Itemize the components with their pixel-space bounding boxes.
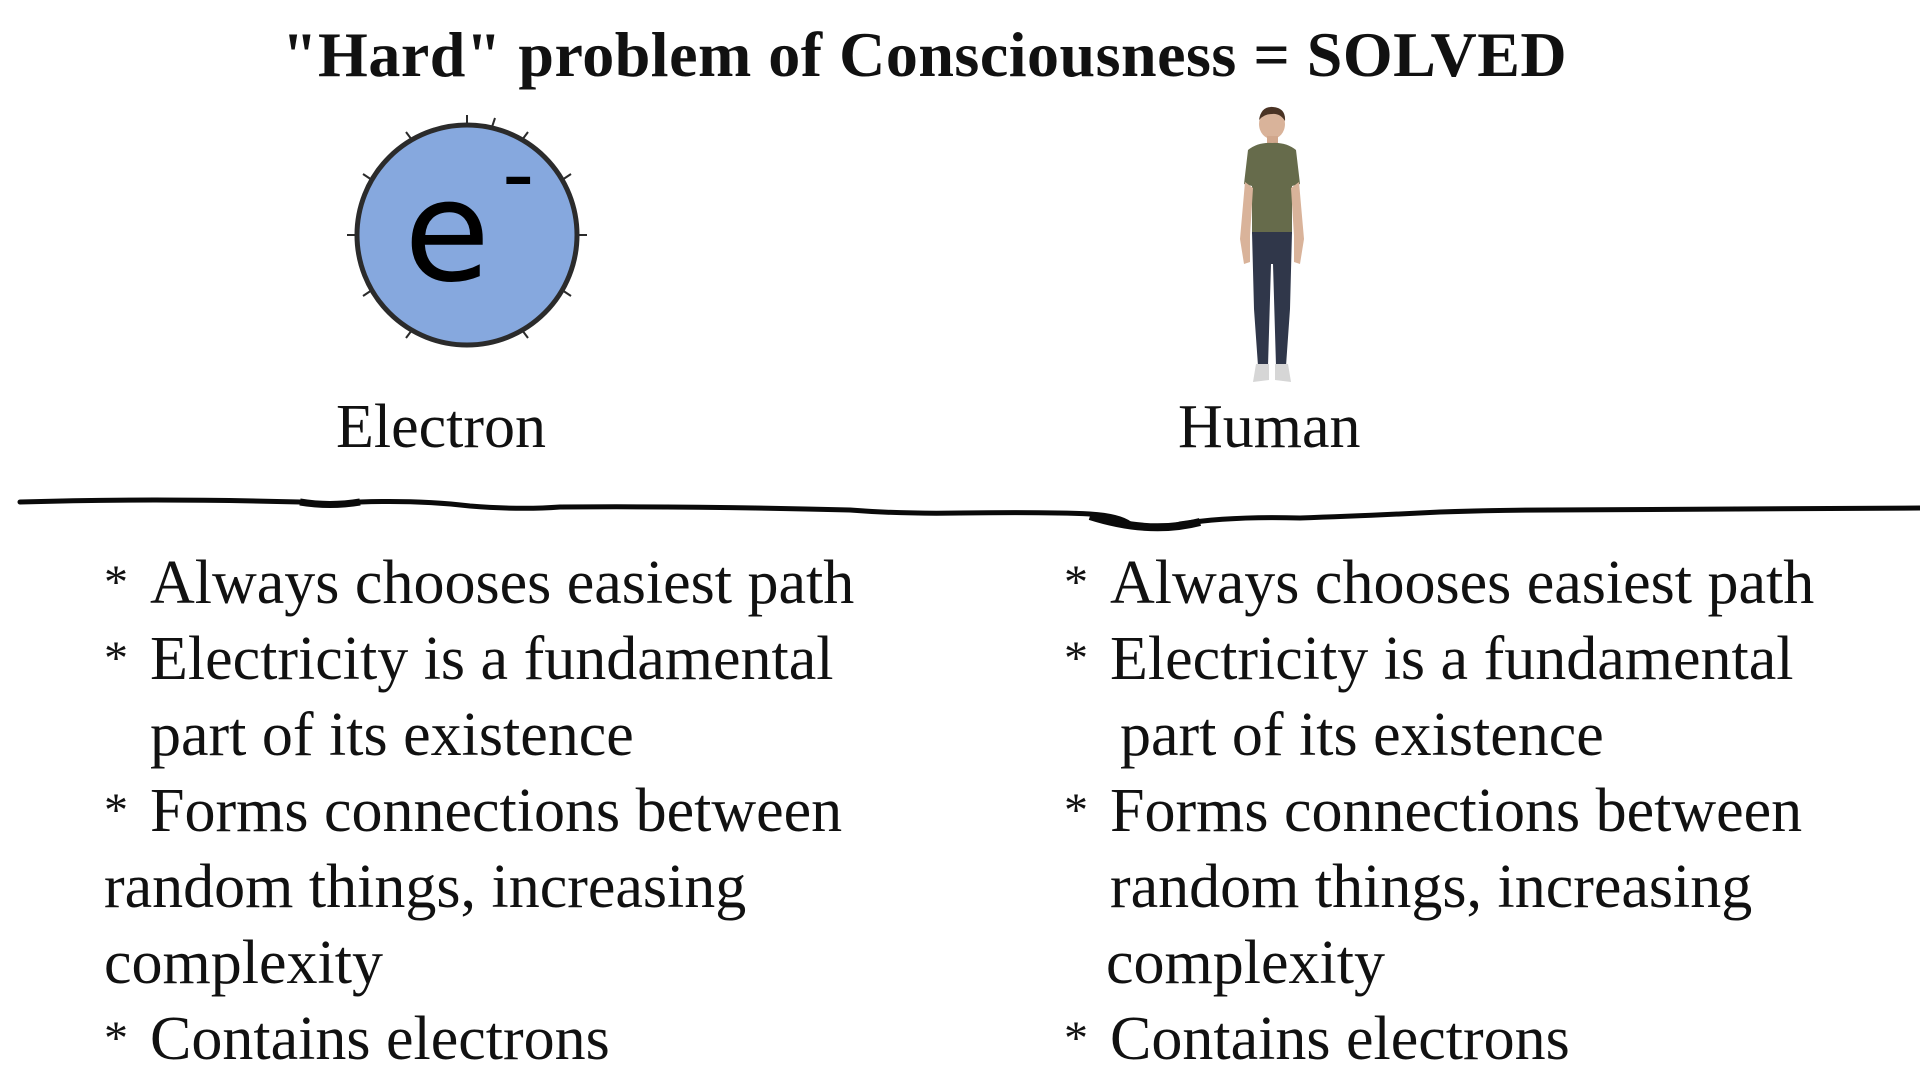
- list-item: * Forms connections between random things…: [104, 773, 924, 1001]
- bullet-marker: *: [1064, 556, 1088, 609]
- list-item-text: random things, increasing: [104, 853, 747, 921]
- electron-caption: Electron: [336, 393, 547, 461]
- list-item-text: Forms connections between: [1110, 777, 1803, 845]
- list-item: * Electricity is a fundamental part of it…: [104, 621, 924, 773]
- bullet-marker: *: [1064, 784, 1088, 837]
- electron-symbol: e: [404, 151, 490, 314]
- list-item: * Contains electrons: [104, 1001, 924, 1077]
- list-item-text: Contains electrons: [1110, 1005, 1570, 1073]
- human-caption: Human: [1178, 393, 1361, 461]
- bullet-marker: *: [104, 1012, 128, 1065]
- list-item: * Forms connections between random things…: [1064, 773, 1884, 1001]
- list-item-text: complexity: [1106, 929, 1385, 997]
- bullet-marker: *: [104, 556, 128, 609]
- human-properties-list: * Always chooses easiest path * Electricit…: [1064, 545, 1884, 1077]
- divider: [0, 480, 1920, 550]
- bullet-marker: *: [1064, 1012, 1088, 1065]
- list-item-text: complexity: [104, 929, 383, 997]
- list-item-text: random things, increasing: [1110, 853, 1753, 921]
- list-item-text: Electricity is a fundamental: [150, 625, 834, 693]
- list-item-text: part of its existence: [150, 701, 634, 769]
- human-figure-icon: [1220, 104, 1320, 389]
- list-item-text: Always chooses easiest path: [1110, 549, 1815, 617]
- bullet-marker: *: [104, 632, 128, 685]
- electron-charge: -: [502, 122, 534, 227]
- list-item: * Contains electrons: [1064, 1001, 1884, 1077]
- list-item-text: Contains electrons: [150, 1005, 610, 1073]
- bullet-marker: *: [104, 784, 128, 837]
- page-title: "Hard" problem of Consciousness = SOLVED: [282, 19, 1568, 90]
- list-item-text: Always chooses easiest path: [150, 549, 855, 617]
- list-item: * Electricity is a fundamental part of it…: [1064, 621, 1884, 773]
- list-item-text: Electricity is a fundamental: [1110, 625, 1794, 693]
- list-item-text: part of its existence: [1120, 701, 1604, 769]
- bullet-marker: *: [1064, 632, 1088, 685]
- electron-icon: e -: [342, 110, 592, 360]
- list-item: * Always chooses easiest path: [104, 545, 924, 621]
- list-item-text: Forms connections between: [150, 777, 843, 845]
- electron-properties-list: * Always chooses easiest path * Electricit…: [104, 545, 924, 1077]
- list-item: * Always chooses easiest path: [1064, 545, 1884, 621]
